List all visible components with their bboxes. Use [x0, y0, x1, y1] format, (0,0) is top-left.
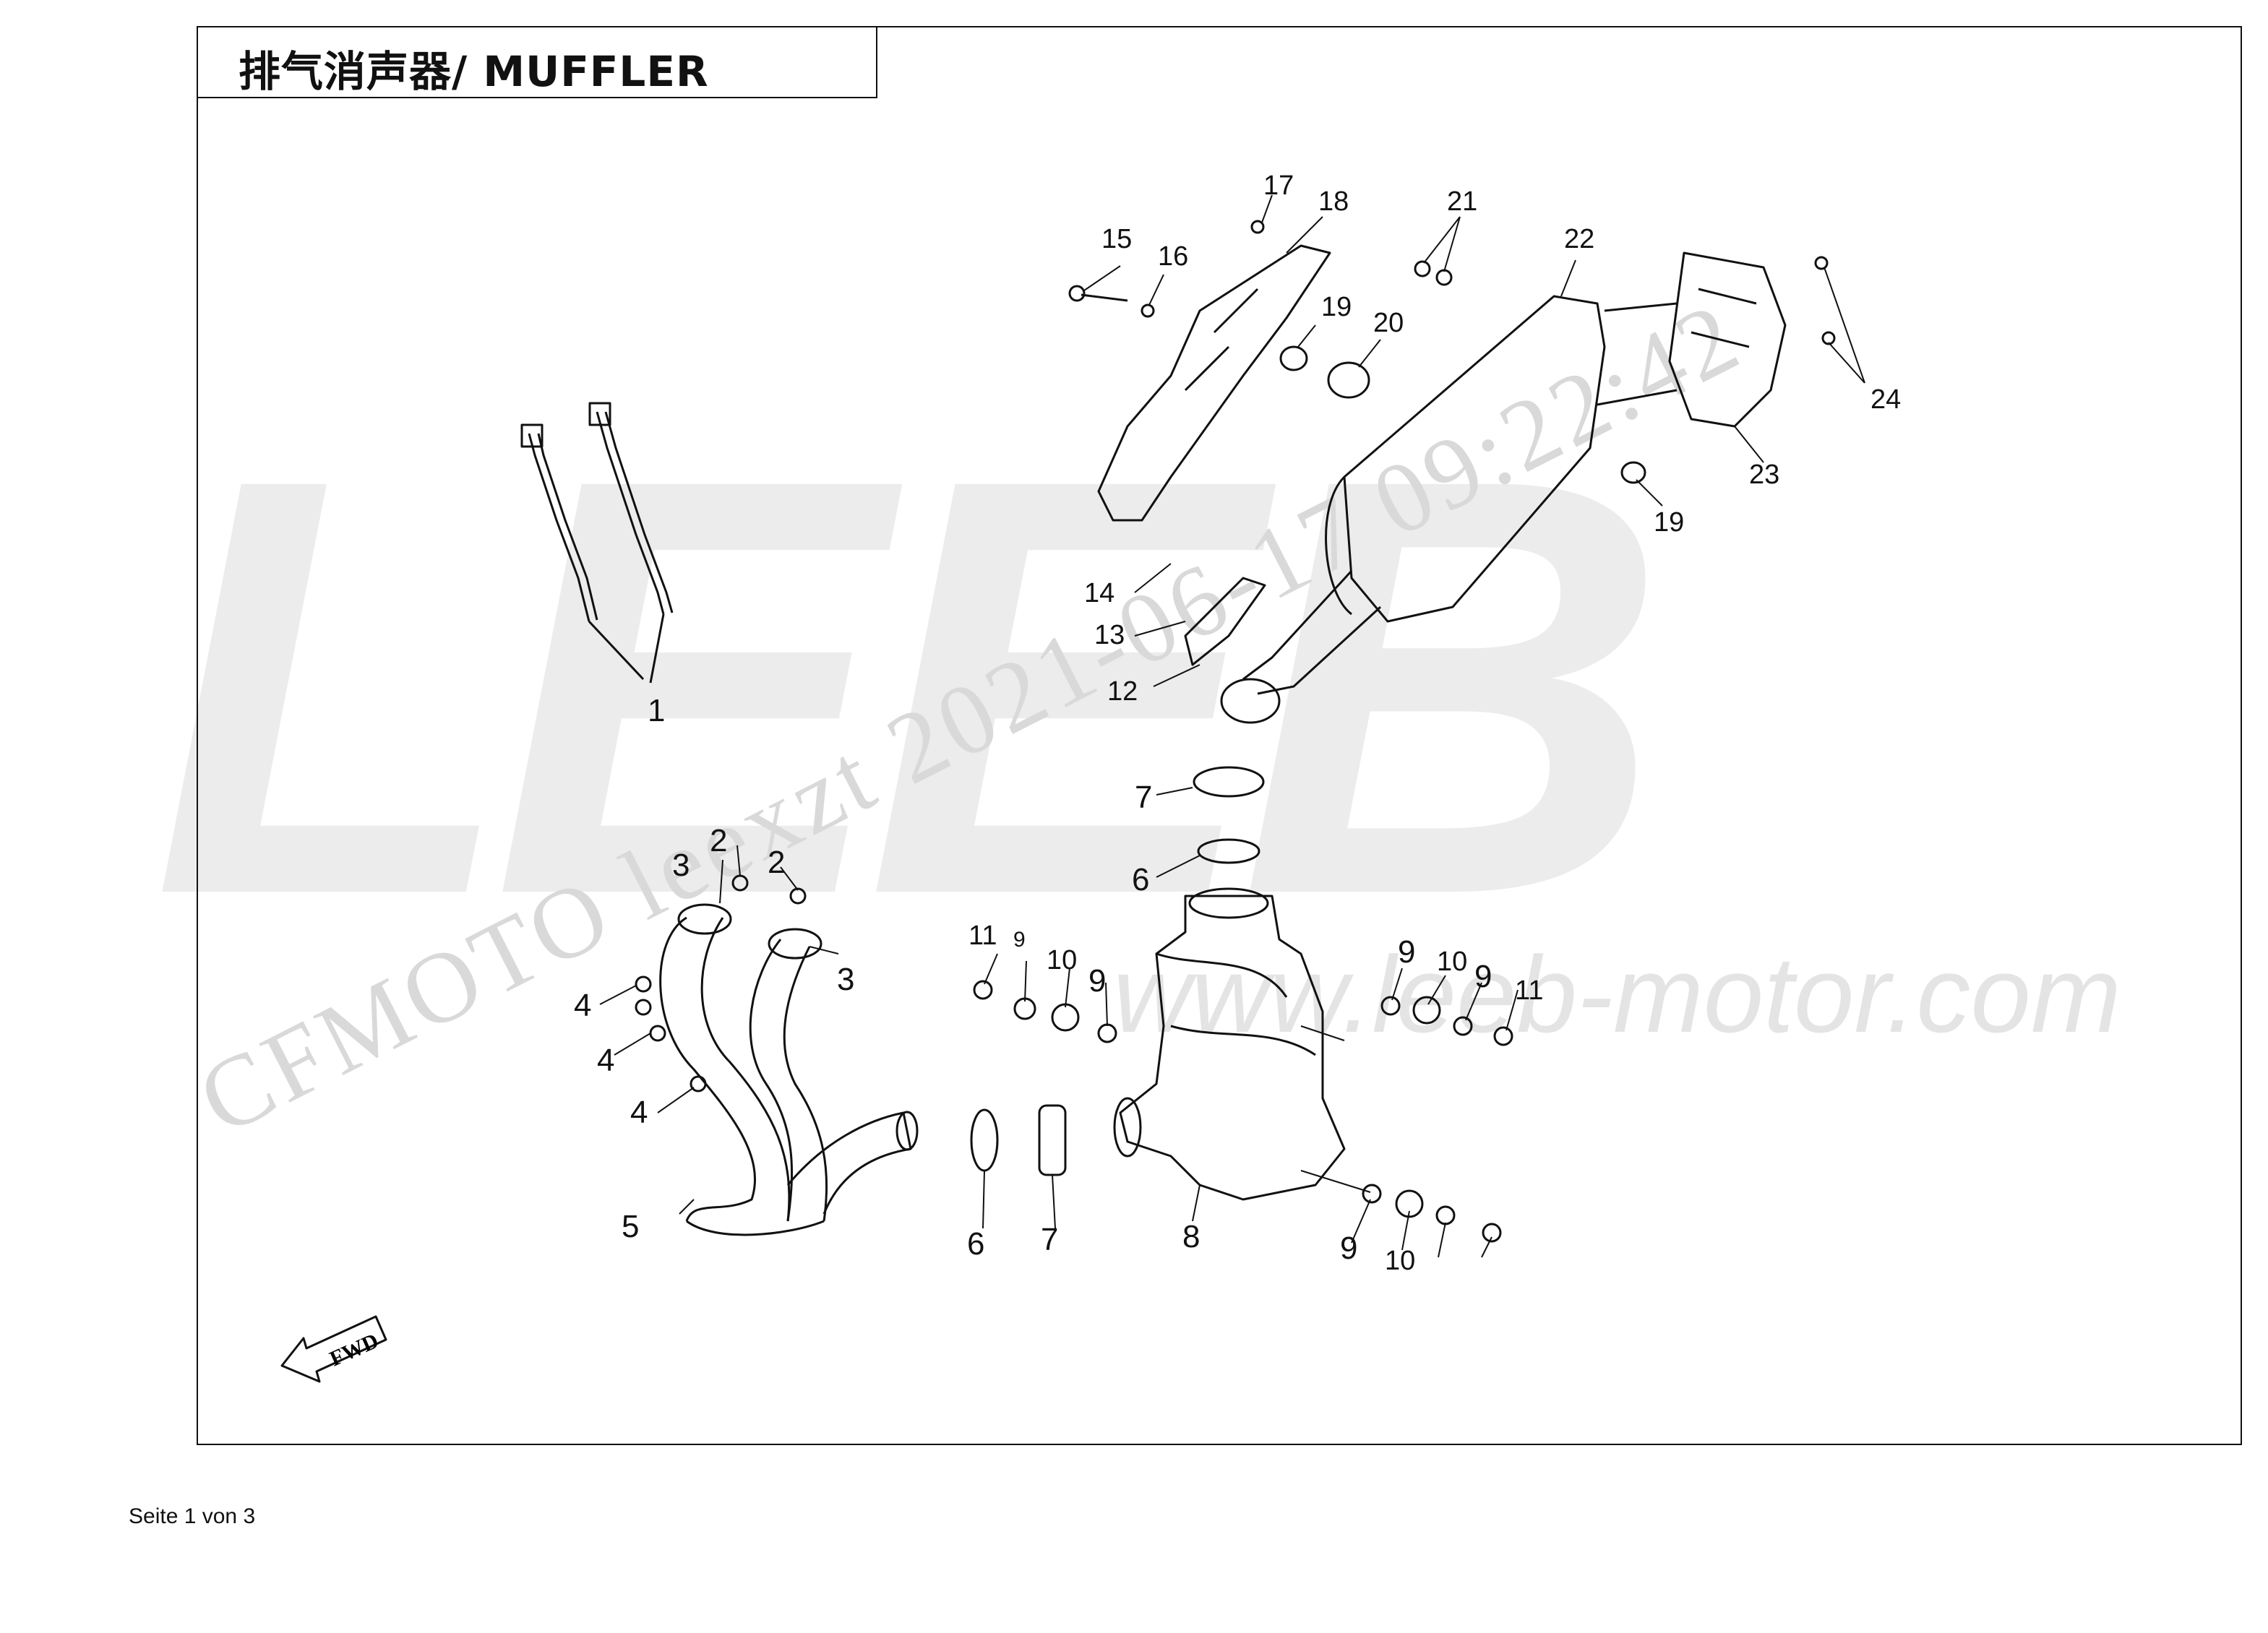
bracket-part [1184, 577, 1266, 666]
callout-9e: 9 [1340, 1231, 1358, 1266]
callout-18: 18 [1318, 186, 1349, 217]
callout-2a: 2 [710, 823, 728, 858]
brand-watermark: LEEB [152, 356, 1667, 1017]
callout-22: 22 [1564, 224, 1595, 254]
fwd-arrow-icon [280, 1315, 387, 1383]
clamp-part [1038, 1104, 1067, 1176]
end-cap-part [1668, 251, 1787, 428]
callout-11a: 11 [968, 921, 997, 951]
diagram-frame [197, 26, 2242, 1445]
callout-3b: 3 [837, 962, 855, 997]
callout-1: 1 [648, 693, 666, 728]
callout-24: 24 [1870, 384, 1902, 415]
fastener-parts [635, 220, 1836, 1243]
callout-21: 21 [1447, 186, 1478, 217]
callout-11b: 11 [1515, 975, 1544, 1006]
title-box: 排气消声器/ MUFFLER [197, 26, 877, 98]
callout-16: 16 [1158, 241, 1189, 272]
callout-19a: 19 [1321, 292, 1352, 322]
grommet-part [1279, 345, 1308, 371]
header-pipe-part [659, 903, 919, 1236]
callout-3a: 3 [672, 848, 690, 883]
collector-body-part [1113, 887, 1346, 1201]
callout-14: 14 [1084, 578, 1115, 608]
callout-10b: 10 [1437, 947, 1468, 977]
callout-4a: 4 [574, 988, 592, 1023]
callout-10a: 10 [1047, 945, 1078, 975]
leader-lines [599, 194, 1865, 1258]
callout-15: 15 [1101, 224, 1133, 254]
callout-13: 13 [1094, 620, 1125, 650]
callout-19b: 19 [1654, 507, 1685, 538]
oxygen-sensor-part [520, 402, 674, 684]
callout-2b: 2 [768, 845, 786, 880]
callout-8: 8 [1182, 1219, 1200, 1254]
callout-4c: 4 [630, 1095, 648, 1130]
callout-12: 12 [1107, 676, 1138, 707]
callout-6a: 6 [967, 1226, 985, 1262]
callout-20: 20 [1373, 308, 1404, 338]
callout-7b: 7 [1135, 780, 1153, 815]
callout-5: 5 [622, 1209, 640, 1244]
callout-4b: 4 [597, 1043, 615, 1078]
callout-6b: 6 [1132, 862, 1150, 897]
gasket-part [970, 1108, 999, 1172]
callout-7a: 7 [1041, 1222, 1059, 1257]
callout-9d: 9 [1474, 959, 1492, 994]
gasket-part [1197, 838, 1260, 864]
heat-shield-part [1097, 244, 1331, 522]
page-title: 排气消声器/ MUFFLER [239, 47, 709, 96]
callout-23: 23 [1749, 460, 1780, 490]
callout-10c: 10 [1385, 1246, 1416, 1276]
callout-9a: 9 [1013, 928, 1026, 952]
callout-9b: 9 [1088, 963, 1107, 999]
page-footer: Seite 1 von 3 [129, 1504, 256, 1528]
muffler-body-part [1220, 295, 1678, 724]
callout-9c: 9 [1398, 934, 1416, 970]
grommet-part [1620, 461, 1646, 484]
clamp-part [1193, 766, 1265, 798]
url-watermark: www.leeb-motor.com [1113, 934, 2121, 1055]
rubber-mount-part [1327, 361, 1370, 399]
callout-17: 17 [1263, 171, 1294, 201]
